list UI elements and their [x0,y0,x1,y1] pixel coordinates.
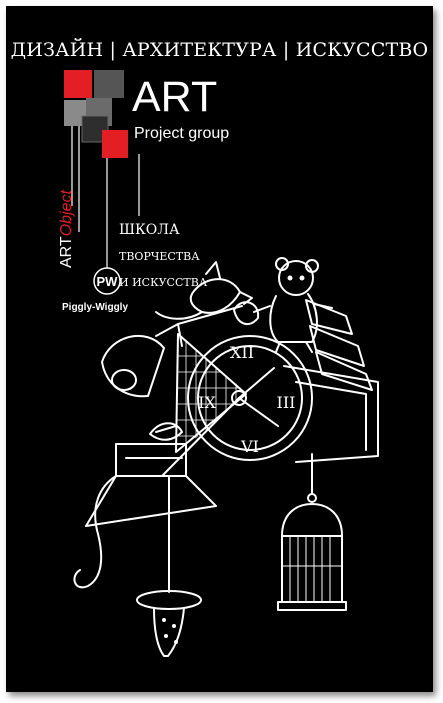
art-object-logo: ARTObject [58,190,75,268]
poster-card: ДИЗАЙН | АРХИТЕКТУРА | ИСКУССТВО PW [6,6,433,692]
school-caption: ШКОЛА ТВОРЧЕСТВА И ИСКУССТВА [119,211,207,302]
school-line-2: ТВОРЧЕСТВА [119,250,200,263]
line-art [73,257,379,657]
piggy-badge-circle [93,267,121,295]
header-title: ДИЗАЙН | АРХИТЕКТУРА | ИСКУССТВО [10,39,429,61]
clock-numeral-6: VI [240,437,259,456]
logo-squares [64,70,128,158]
art-object-main: ART [58,236,75,268]
clock-numeral-3: III [277,393,296,412]
piggy-wiggly-name: Piggly-Wiggly [62,302,129,313]
school-line-1: ШКОЛА [119,222,180,238]
logo-strings [71,126,140,268]
clock-numeral-9: IX [198,393,216,412]
illustration: PW [64,70,379,657]
clock-numerals: XII III VI IX [198,343,295,456]
piggy-badge-text: PW [97,274,119,289]
art-object-accent: Object [58,190,75,237]
logo-word: ART [132,73,218,121]
clock-numeral-12: XII [230,343,254,362]
school-line-3: И ИСКУССТВА [119,276,208,289]
logo-subtitle: Project group [134,125,230,142]
